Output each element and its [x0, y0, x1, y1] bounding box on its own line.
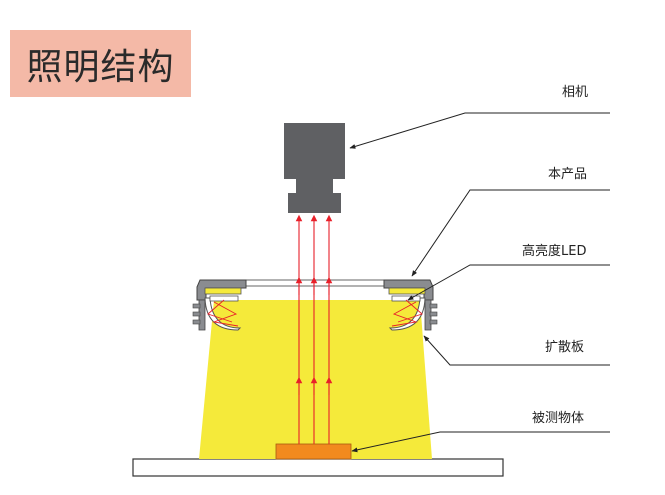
label-object: 被测物体 — [532, 411, 584, 426]
ray-mid-arrows — [295, 276, 333, 395]
leader-lines — [349, 112, 610, 453]
label-product: 本产品 — [548, 167, 587, 182]
camera-icon — [284, 123, 345, 213]
light-cone — [199, 300, 432, 459]
title-box: 照明结构 — [10, 30, 191, 97]
inspected-object — [275, 443, 352, 460]
page-title: 照明结构 — [26, 46, 175, 88]
label-led: 高亮度LED — [522, 243, 586, 259]
light-rays — [295, 214, 333, 444]
left-housing — [192, 279, 247, 331]
right-reflections — [391, 299, 423, 327]
left-reflections — [207, 299, 239, 327]
base-plate — [132, 458, 504, 477]
label-diffuser: 扩散板 — [545, 340, 584, 355]
label-camera: 相机 — [562, 85, 588, 100]
